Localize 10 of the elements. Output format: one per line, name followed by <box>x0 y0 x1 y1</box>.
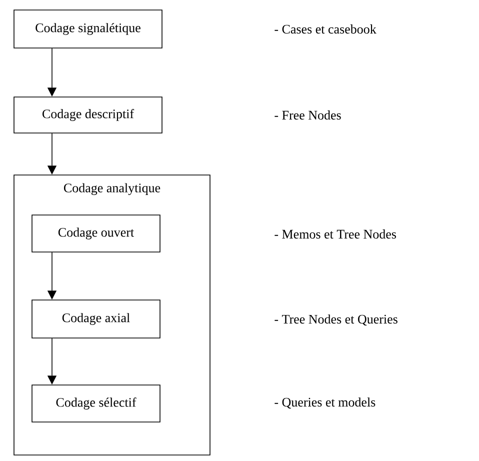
side-note: - Memos et Tree Nodes <box>274 229 396 239</box>
process-box: Codage ouvert <box>32 214 160 252</box>
side-note: - Queries et models <box>274 397 376 409</box>
process-box: Codage sélectif <box>32 384 160 422</box>
process-box: Codage signalétique <box>14 10 162 48</box>
side-note: - Cases et casebook <box>274 24 376 34</box>
side-note: - Tree Nodes et Queries <box>274 314 398 326</box>
process-box: Codage descriptif <box>14 96 162 134</box>
process-box: Codage axial <box>32 300 160 338</box>
side-note: - Free Nodes <box>274 110 341 120</box>
